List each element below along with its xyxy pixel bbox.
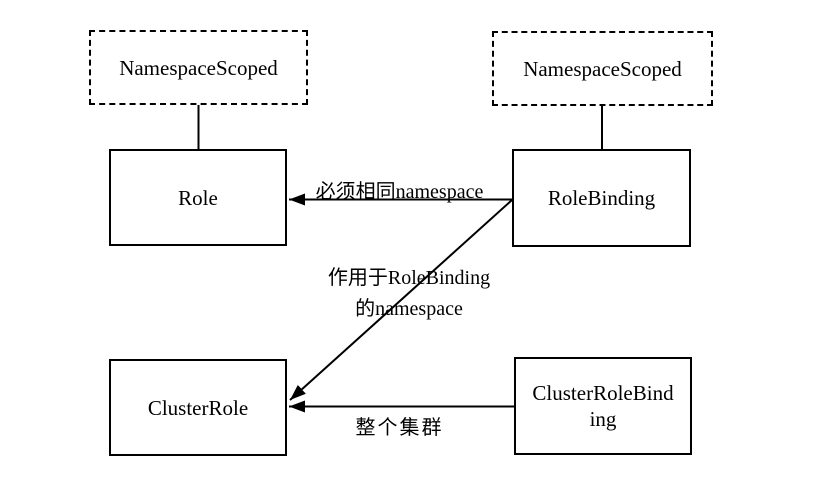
node-cluster-role-binding: ClusterRoleBind ing xyxy=(514,357,692,455)
edge-label-applies-to-line2: 的namespace xyxy=(355,298,463,320)
edge-label-applies-to-namespace: 作用于RoleBinding 的namespace xyxy=(295,263,523,325)
node-role: Role xyxy=(109,149,287,246)
node-cluster-role: ClusterRole xyxy=(109,359,287,456)
node-namespace-scoped-left-label: NamespaceScoped xyxy=(119,55,278,80)
node-cluster-role-label: ClusterRole xyxy=(147,395,249,420)
node-cluster-role-binding-label-line1: ClusterRoleBind xyxy=(532,381,674,405)
node-namespace-scoped-right-label: NamespaceScoped xyxy=(523,56,682,81)
node-namespace-scoped-left: NamespaceScoped xyxy=(89,30,308,105)
node-role-label: Role xyxy=(178,185,218,210)
node-cluster-role-binding-label-line2: ing xyxy=(589,407,617,431)
node-role-binding: RoleBinding xyxy=(512,149,691,247)
node-role-binding-label: RoleBinding xyxy=(547,186,656,210)
edge-label-same-namespace: 必须相同namespace xyxy=(315,181,484,203)
node-namespace-scoped-right: NamespaceScoped xyxy=(492,31,713,106)
edge-label-applies-to-line1: 作用于RoleBinding xyxy=(327,267,491,289)
edge-label-whole-cluster: 整个集群 xyxy=(355,417,444,439)
